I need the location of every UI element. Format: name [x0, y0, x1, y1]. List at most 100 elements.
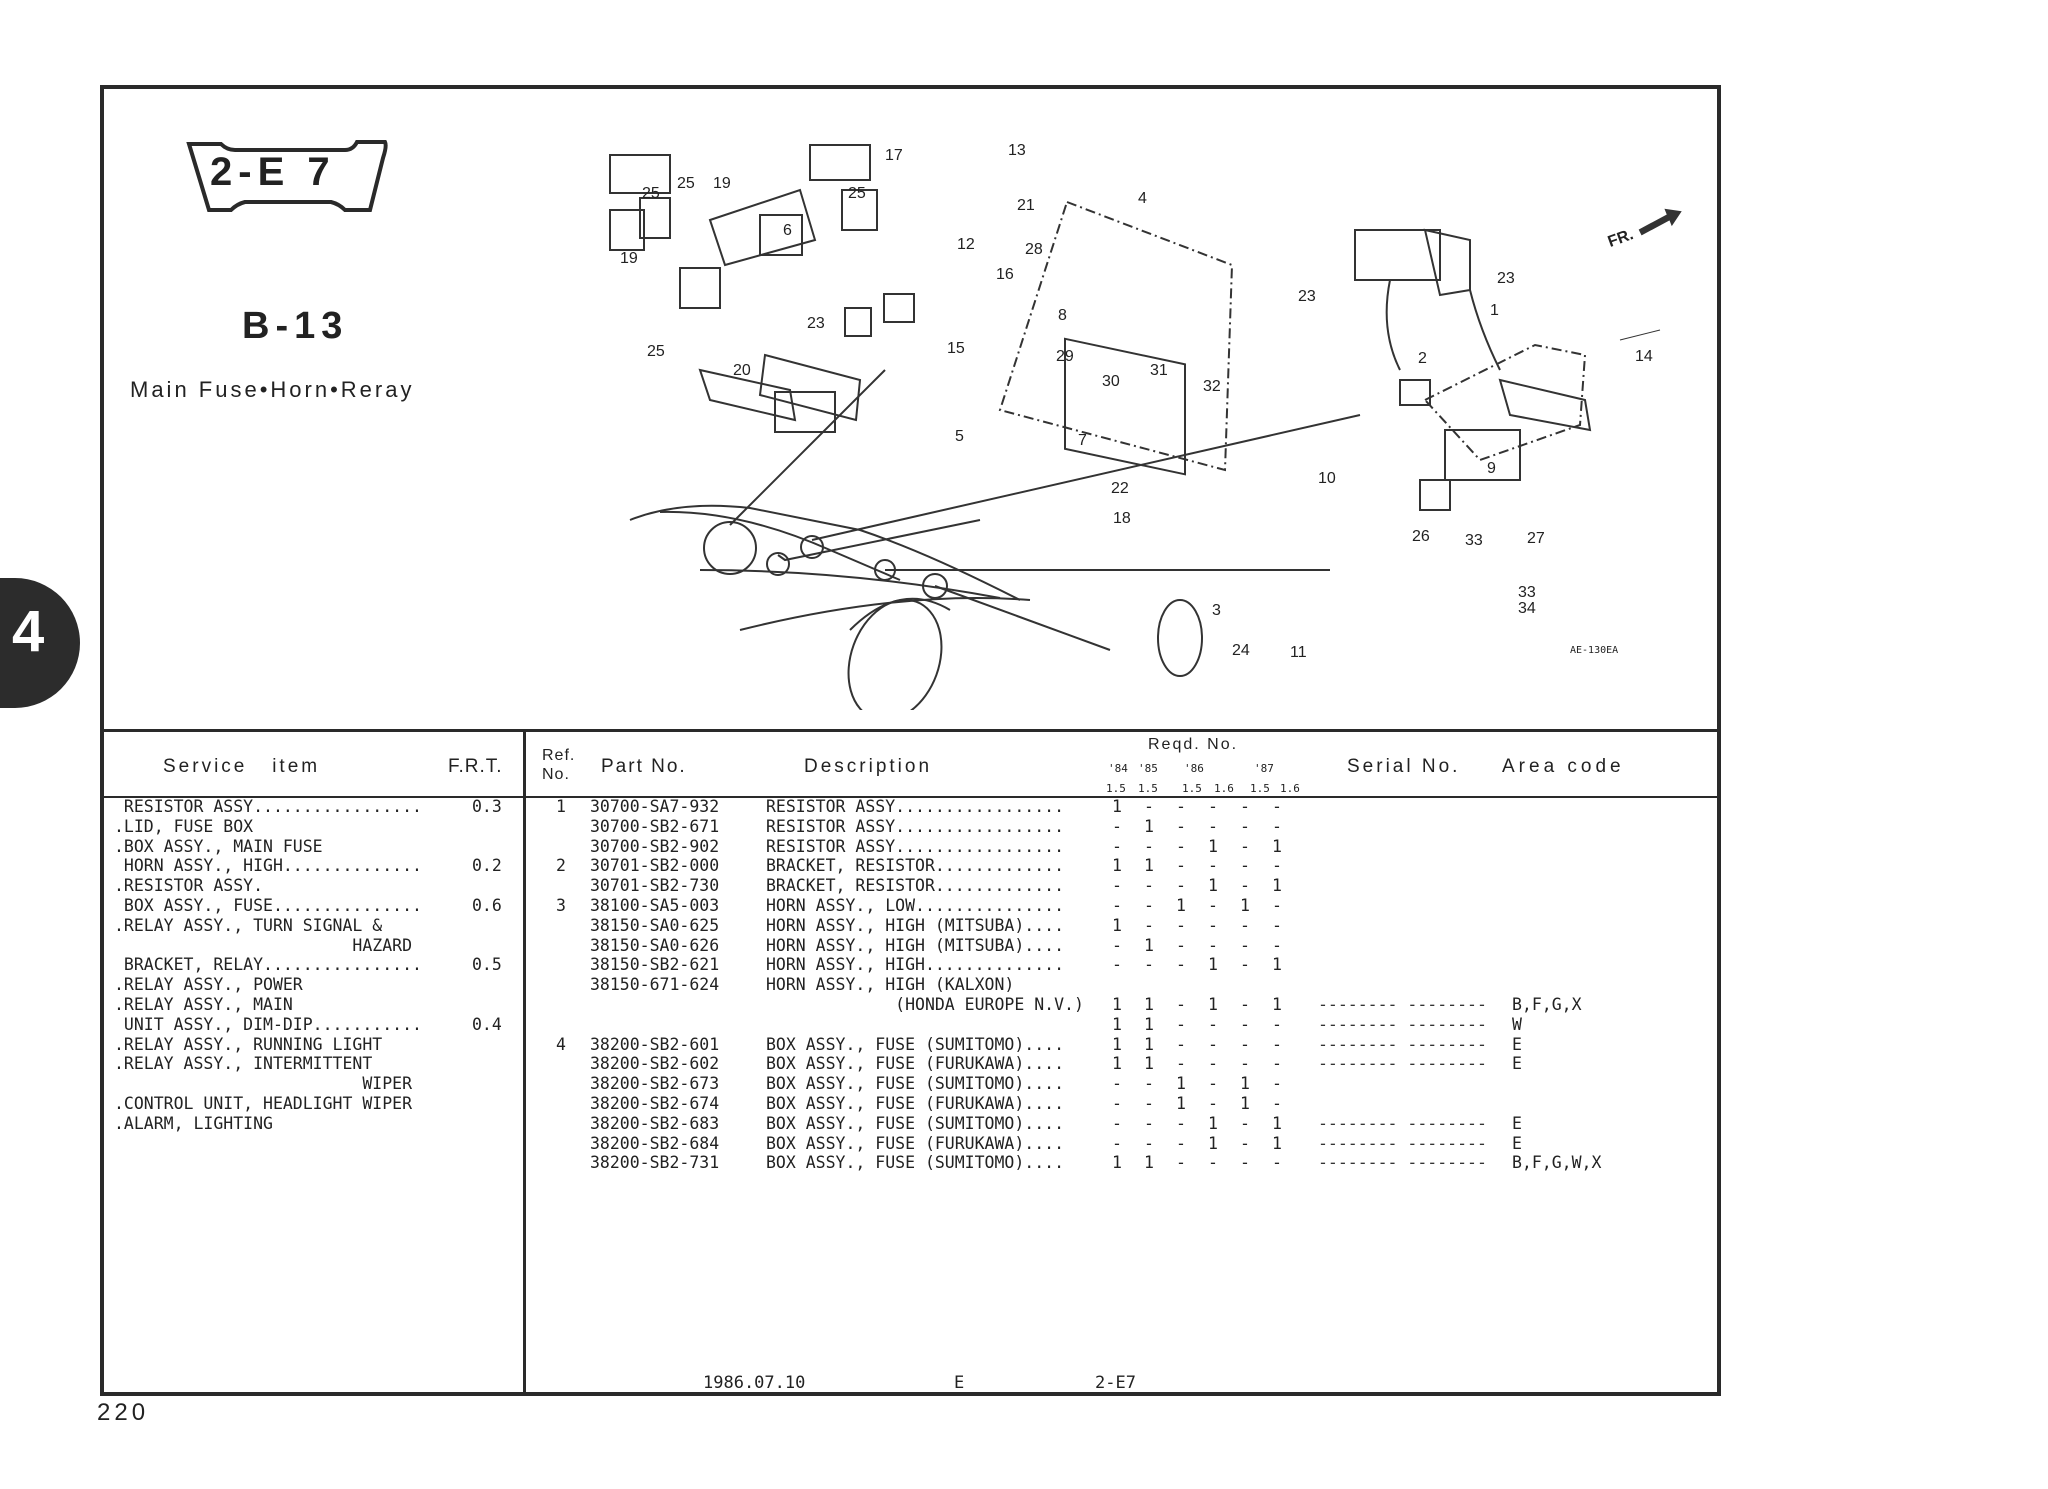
- callout: 15: [947, 340, 965, 357]
- qty-cell: -: [1240, 1014, 1250, 1034]
- part-number: 30700-SB2-902: [590, 836, 720, 856]
- qty-cell: -: [1176, 955, 1186, 975]
- part-number: 38150-SA0-626: [590, 935, 720, 955]
- qty-cell: 1: [1208, 836, 1218, 856]
- service-row: HAZARD: [114, 936, 504, 956]
- qty-cell: -: [1176, 1034, 1186, 1054]
- section-title: Main Fuse•Horn•Reray: [130, 377, 415, 402]
- qty-cell: -: [1208, 1153, 1218, 1173]
- engine-col: 1.5: [1250, 782, 1270, 795]
- parts-table: 1 30700-SA7-932 RESISTOR ASSY.............…: [540, 797, 1720, 1173]
- qty-cell: -: [1144, 895, 1154, 915]
- chapter-number: 4: [12, 599, 45, 664]
- qty-cell: -: [1176, 915, 1186, 935]
- qty-cell: -: [1112, 935, 1122, 955]
- description: BRACKET, RESISTOR.............: [766, 876, 1065, 896]
- callout: 19: [713, 175, 731, 192]
- engine-col: 1.5: [1182, 782, 1202, 795]
- part-number: 30700-SB2-671: [590, 816, 720, 836]
- service-row: BRACKET, RELAY................0.5: [114, 955, 504, 975]
- callout: 13: [1008, 142, 1026, 159]
- qty-cell: -: [1240, 816, 1250, 836]
- callout: 21: [1017, 197, 1035, 214]
- year-85: '85: [1138, 762, 1158, 775]
- qty-cell: -: [1208, 895, 1218, 915]
- qty-cell: -: [1240, 1133, 1250, 1153]
- qty-cell: 1: [1144, 1014, 1154, 1034]
- qty-cell: -: [1272, 797, 1282, 816]
- qty-cell: 1: [1176, 1093, 1186, 1113]
- description: HORN ASSY., LOW...............: [766, 895, 1065, 915]
- qty-cell: -: [1144, 955, 1154, 975]
- frt-header: F.R.T.: [448, 756, 503, 777]
- serial-no: -------- --------: [1318, 1113, 1487, 1133]
- callout: 18: [1113, 510, 1131, 527]
- description: RESISTOR ASSY.................: [766, 797, 1065, 816]
- qty-cell: -: [1208, 1014, 1218, 1034]
- frt-value: 0.3: [472, 797, 502, 816]
- service-item: .LID, FUSE BOX: [114, 816, 254, 836]
- callout: 4: [1138, 190, 1147, 207]
- bracket-10-icon: [1399, 379, 1431, 406]
- qty-cell: 1: [1144, 935, 1154, 955]
- area-code: E: [1512, 1034, 1522, 1054]
- qty-cell: -: [1208, 856, 1218, 876]
- qty-cell: -: [1176, 876, 1186, 896]
- service-row: .CONTROL UNIT, HEADLIGHT WIPER: [114, 1094, 504, 1114]
- qty-cell: 1: [1112, 1014, 1122, 1034]
- bracket-11-icon: [1419, 479, 1451, 511]
- qty-cell: -: [1176, 1014, 1186, 1034]
- qty-cell: -: [1240, 836, 1250, 856]
- qty-cell: 1: [1208, 955, 1218, 975]
- part-number: 30700-SA7-932: [590, 797, 720, 816]
- part-number: 30701-SB2-000: [590, 856, 720, 876]
- qty-cell: -: [1240, 955, 1250, 975]
- service-item: .ALARM, LIGHTING: [114, 1113, 273, 1133]
- callout: 23: [1298, 288, 1316, 305]
- unit-18-icon: [774, 391, 836, 433]
- qty-cell: 1: [1112, 1153, 1122, 1173]
- service-row: .RELAY ASSY., POWER: [114, 975, 504, 995]
- qty-cell: 1: [1240, 895, 1250, 915]
- callout: 23: [1497, 270, 1515, 287]
- description: HORN ASSY., HIGH (MITSUBA)....: [766, 935, 1065, 955]
- lid-5-icon: [698, 368, 797, 422]
- service-row: .RELAY ASSY., INTERMITTENT: [114, 1054, 504, 1074]
- callout: 28: [1025, 241, 1043, 258]
- callout: 31: [1150, 362, 1168, 379]
- reqd-header: Reqd. No.: [1148, 736, 1239, 753]
- service-item: BOX ASSY., FUSE...............: [114, 895, 422, 915]
- ref-no: 3: [556, 895, 566, 915]
- description: BOX ASSY., FUSE (FURUKAWA)....: [766, 1093, 1065, 1113]
- callout: 11: [1290, 644, 1307, 661]
- part-number: 38200-SB2-684: [590, 1133, 720, 1153]
- qty-cell: 1: [1208, 994, 1218, 1014]
- frt-value: 0.5: [472, 955, 502, 975]
- callout: 29: [1056, 348, 1074, 365]
- relay-16-icon: [883, 293, 915, 323]
- part-number: 38200-SB2-673: [590, 1074, 720, 1094]
- service-row: HORN ASSY., HIGH..............0.2: [114, 856, 504, 876]
- callout: 20: [733, 362, 751, 379]
- callout: 7: [1078, 432, 1087, 449]
- service-row: .RESISTOR ASSY.: [114, 876, 504, 896]
- year-84: '84: [1108, 762, 1128, 775]
- description: BRACKET, RESISTOR.............: [766, 856, 1065, 876]
- qty-cell: -: [1272, 935, 1282, 955]
- service-item: .CONTROL UNIT, HEADLIGHT WIPER: [114, 1093, 413, 1113]
- service-row: BOX ASSY., FUSE...............0.6: [114, 896, 504, 916]
- description: BOX ASSY., FUSE (FURUKAWA)....: [766, 1133, 1065, 1153]
- qty-cell: 1: [1144, 1034, 1154, 1054]
- qty-cell: -: [1176, 816, 1186, 836]
- unit-13-icon: [809, 144, 871, 181]
- callout: 19: [620, 250, 638, 267]
- qty-cell: -: [1272, 1054, 1282, 1074]
- engine-col: 1.6: [1280, 782, 1300, 795]
- callout: 10: [1318, 470, 1336, 487]
- part-number: 38150-SB2-621: [590, 955, 720, 975]
